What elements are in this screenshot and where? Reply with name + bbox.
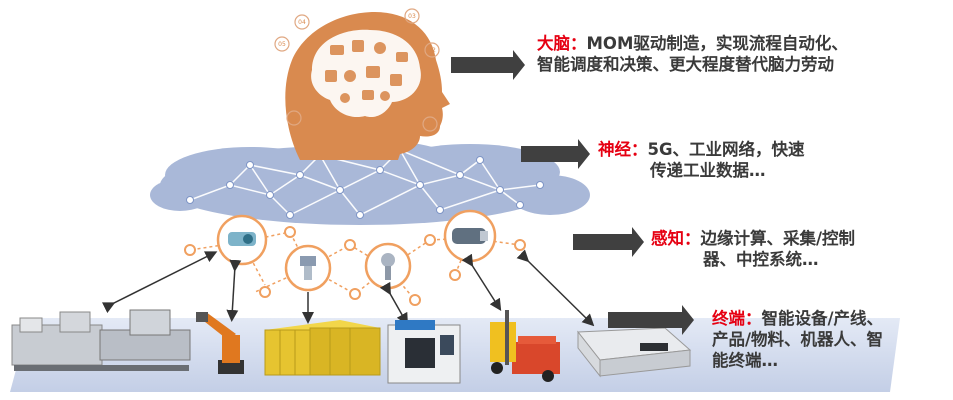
badge-04-text: 04	[298, 19, 306, 26]
nerve-line-2: 传递工业数据…	[650, 161, 766, 180]
terminal-layer-label: 终端：智能设备/产线、 产品/物料、机器人、智 能终端…	[712, 308, 883, 371]
brain-layer-label: 大脑：MOM驱动制造，实现流程自动化、 智能调度和决策、更大程度替代脑力劳动	[537, 33, 848, 75]
badge-02: 02	[424, 42, 440, 58]
valve-sensor-icon	[284, 244, 332, 292]
sense-line-1: 边缘计算、采集/控制	[700, 229, 856, 248]
production-line-icon	[11, 309, 191, 371]
network-nodes	[184, 226, 526, 306]
badge-01-text: 01	[426, 121, 434, 128]
nerve-layer-label: 神经：5G、工业网络，快速 传递工业数据…	[598, 139, 805, 181]
badge-06: 06	[286, 110, 302, 126]
nerve-line-1: 5G、工业网络，快速	[647, 140, 805, 159]
brain-line-2: 智能调度和决策、更大程度替代脑力劳动	[537, 55, 834, 74]
sense-layer-label: 感知：边缘计算、采集/控制 器、中控系统…	[651, 228, 855, 270]
badge-06-text: 06	[290, 115, 298, 122]
nerve-keyword: 神经：	[598, 140, 648, 159]
terminal-line-1: 智能设备/产线、	[761, 309, 884, 328]
badge-01: 01	[422, 116, 438, 132]
head-badges: 04 03 02 05 01 06	[274, 8, 440, 132]
badge-03-text: 03	[408, 13, 416, 20]
cloud-network-icon	[150, 140, 590, 225]
terminal-keyword: 终端：	[712, 309, 762, 328]
robot-arm-icon	[196, 312, 244, 374]
sense-keyword: 感知：	[651, 229, 701, 248]
sensor-icon	[216, 214, 268, 266]
sense-line-2: 器、中控系统…	[703, 250, 819, 269]
arrow-brain	[451, 50, 525, 80]
brain-keyword: 大脑：	[537, 34, 587, 53]
brain-line-1: MOM驱动制造，实现流程自动化、	[586, 34, 848, 53]
terminal-line-3: 能终端…	[712, 351, 778, 370]
head-brain-icon	[285, 12, 450, 160]
terminal-line-2: 产品/物料、机器人、智	[712, 330, 884, 349]
forklift-icon	[490, 310, 560, 382]
connection-arrows	[101, 249, 595, 327]
arrow-sense	[573, 227, 644, 257]
arrow-terminal	[608, 305, 694, 335]
level-sensor-icon	[364, 242, 412, 290]
layer-arrows	[451, 50, 694, 335]
motor-sensor-icon	[443, 209, 497, 263]
badge-03: 03	[404, 8, 420, 24]
badge-05: 05	[274, 36, 290, 52]
warehouse-rack-icon	[264, 320, 381, 376]
badge-05-text: 05	[278, 41, 286, 48]
agv-icon	[577, 327, 692, 378]
cnc-machine-icon	[387, 320, 461, 384]
badge-02-text: 02	[428, 47, 436, 54]
arrow-nerve	[521, 139, 590, 169]
badge-04: 04	[294, 14, 310, 30]
